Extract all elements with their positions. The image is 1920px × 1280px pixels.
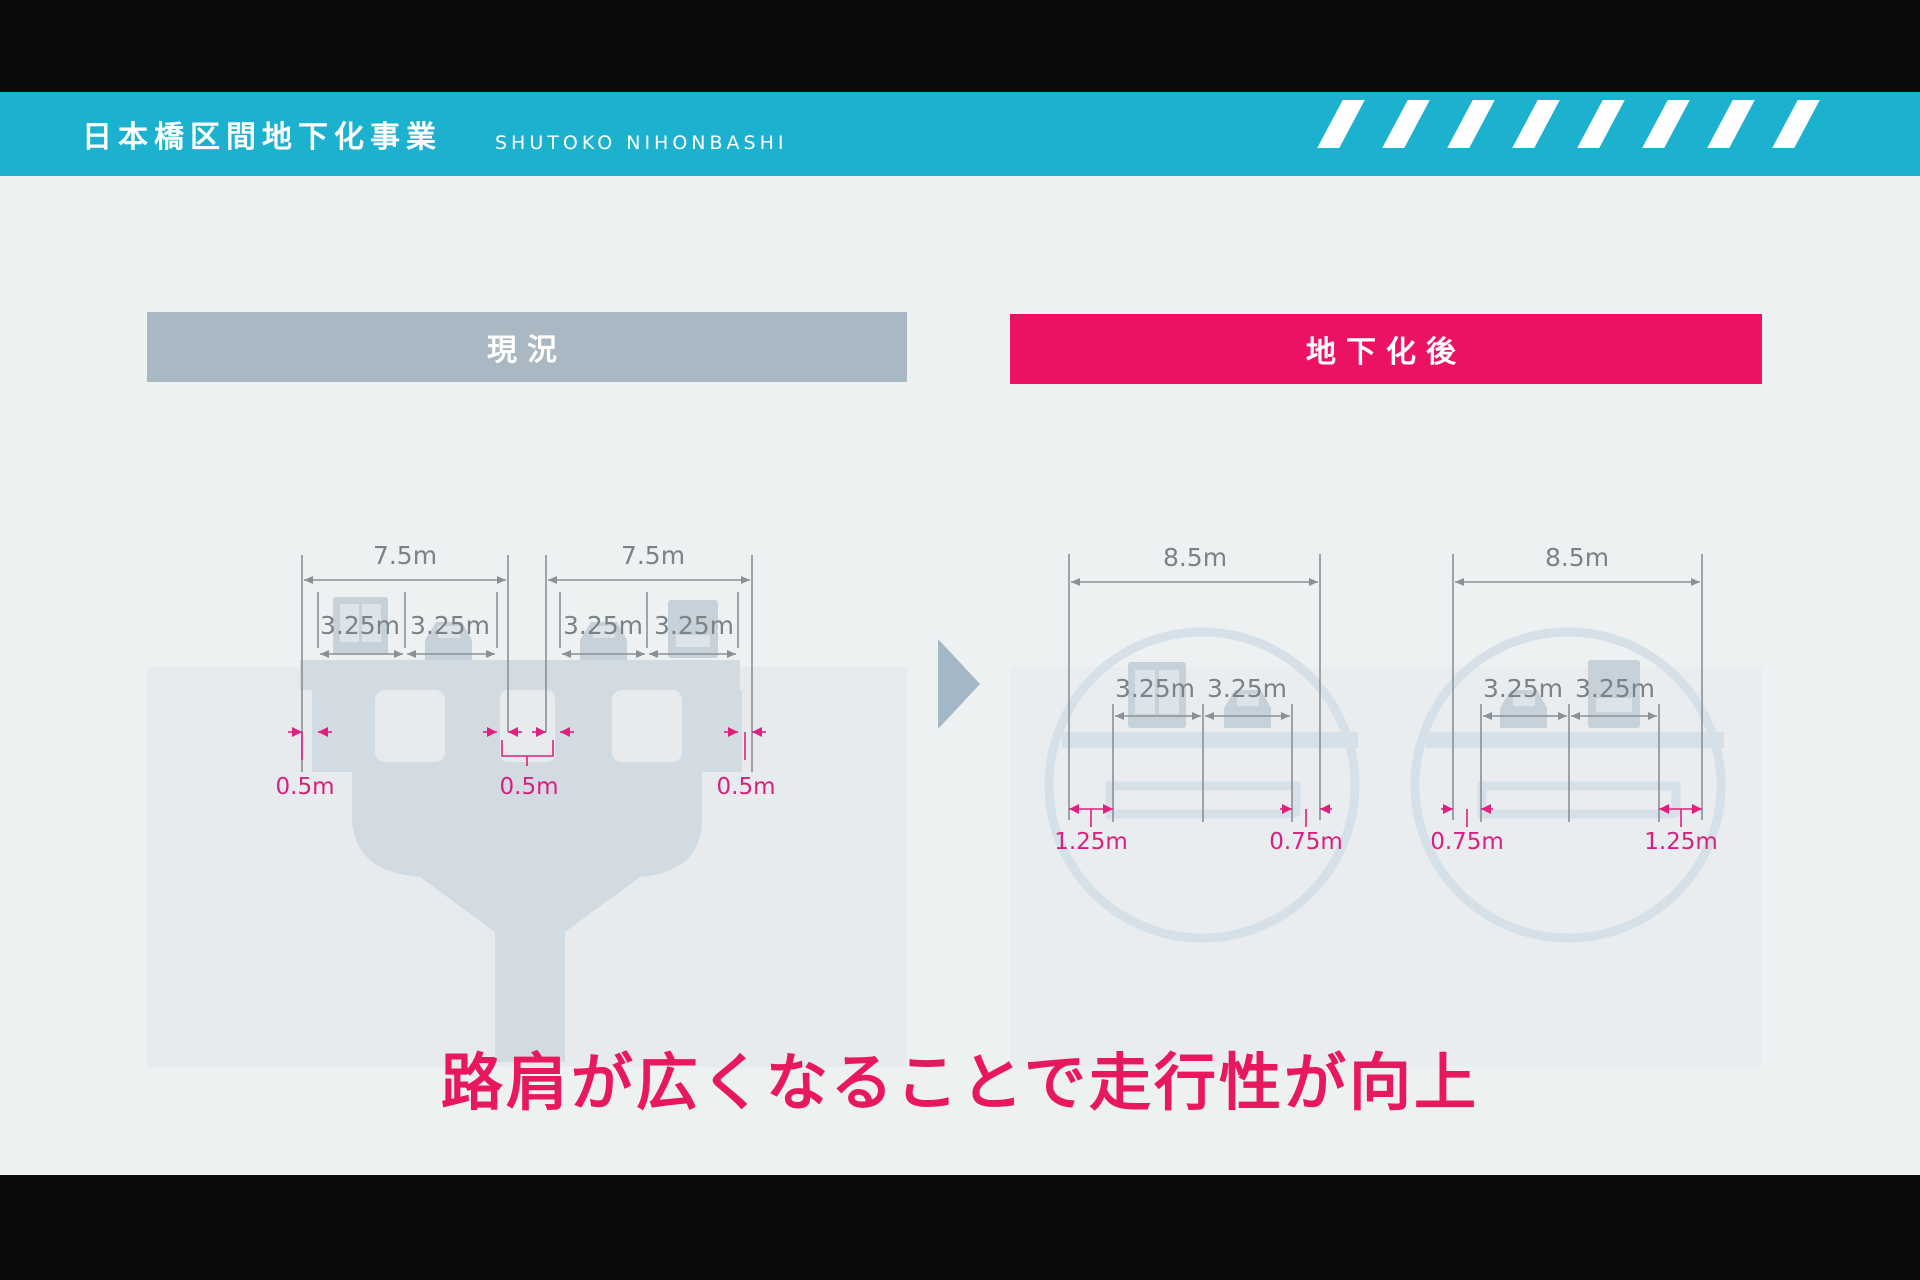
after-dimension-lines bbox=[1068, 554, 1703, 822]
elevated-viaduct bbox=[147, 660, 907, 1067]
cross-section-diagram: 7.5m 7.5m 3.25m 3.25m 3.25m 3.25m 0.5m 0… bbox=[147, 541, 1762, 1067]
shoulder-width-label: 0.5m bbox=[500, 774, 559, 800]
carriageway-width-label: 8.5m bbox=[1163, 543, 1227, 572]
lane-width-label: 3.25m bbox=[1575, 674, 1655, 703]
shoulder-width-label: 1.25m bbox=[1644, 829, 1718, 855]
after-backdrop bbox=[1010, 667, 1762, 1067]
lane-width-label: 3.25m bbox=[1483, 674, 1563, 703]
shoulder-width-label: 0.5m bbox=[276, 774, 335, 800]
lane-width-label: 3.25m bbox=[654, 611, 734, 640]
lane-width-label: 3.25m bbox=[1115, 674, 1195, 703]
header-title: 日本橋区間地下化事業 bbox=[82, 120, 442, 155]
deck-slab bbox=[300, 660, 740, 690]
header-band: 日本橋区間地下化事業 SHUTOKO NIHONBASHI bbox=[0, 92, 1920, 176]
girder-void bbox=[612, 690, 682, 762]
slide: 日本橋区間地下化事業 SHUTOKO NIHONBASHI 現況 地下化後 bbox=[0, 92, 1920, 1175]
shoulder-width-label: 0.5m bbox=[717, 774, 776, 800]
current-shoulder-markers bbox=[288, 727, 766, 766]
main-message: 路肩が広くなることで走行性が向上 bbox=[440, 1046, 1480, 1119]
shoulder-width-label: 1.25m bbox=[1054, 829, 1128, 855]
lane-width-label: 3.25m bbox=[1207, 674, 1287, 703]
carriageway-width-label: 7.5m bbox=[621, 541, 685, 570]
shoulder-width-label: 0.75m bbox=[1430, 829, 1504, 855]
pier-column bbox=[495, 972, 565, 1062]
girder-void bbox=[375, 690, 445, 762]
truck-icon bbox=[333, 597, 388, 655]
chevron-right-icon bbox=[938, 639, 980, 729]
header-subtitle: SHUTOKO NIHONBASHI bbox=[495, 132, 788, 154]
current-section-bar: 現況 bbox=[147, 312, 907, 382]
carriageway-width-label: 8.5m bbox=[1545, 543, 1609, 572]
shoulder-width-label: 0.75m bbox=[1269, 829, 1343, 855]
after-section-bar: 地下化後 bbox=[1010, 314, 1762, 384]
lane-width-label: 3.25m bbox=[563, 611, 643, 640]
lane-width-label: 3.25m bbox=[320, 611, 400, 640]
girder-void bbox=[500, 690, 555, 762]
after-shoulder-markers bbox=[1069, 804, 1702, 827]
lane-width-label: 3.25m bbox=[410, 611, 490, 640]
carriageway-width-label: 7.5m bbox=[373, 541, 437, 570]
truck-icon bbox=[1128, 662, 1186, 728]
